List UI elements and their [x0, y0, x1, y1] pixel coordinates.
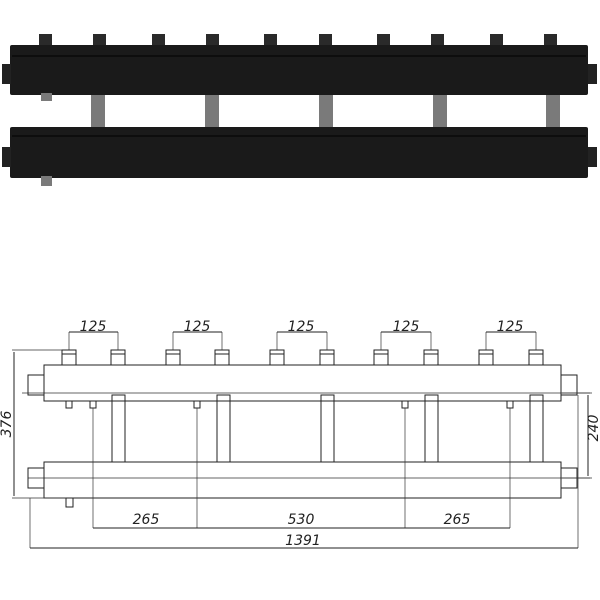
- height-axes-label: 240: [586, 415, 600, 442]
- outline: [528, 349, 544, 366]
- outline: [216, 394, 231, 463]
- connecting-pipe: [546, 92, 560, 130]
- top-fitting: [93, 34, 106, 46]
- connecting-pipe: [205, 92, 219, 130]
- spacing-label-3: 125: [288, 319, 315, 335]
- top-fitting: [431, 34, 444, 46]
- drain-fitting: [41, 93, 52, 101]
- outline: [320, 394, 335, 463]
- connecting-pipe: [433, 92, 447, 130]
- outline: [319, 349, 335, 366]
- spacing-label-4: 125: [393, 319, 420, 335]
- manifold-render: [2, 34, 597, 186]
- bottom-dim-1: 265: [133, 512, 160, 528]
- top-fitting: [544, 34, 557, 46]
- outline: [43, 461, 562, 499]
- top-fitting: [319, 34, 332, 46]
- outline: [111, 394, 126, 463]
- drawing-lines: [12, 331, 592, 549]
- outline: [214, 349, 230, 366]
- outline: [27, 467, 45, 489]
- outline: [193, 400, 201, 409]
- bottom-dim-3: 265: [444, 512, 471, 528]
- outline: [43, 364, 562, 402]
- connecting-pipe: [319, 92, 333, 130]
- outline: [423, 349, 439, 366]
- spacing-label-2: 125: [184, 319, 211, 335]
- outline: [65, 400, 73, 409]
- top-fitting: [264, 34, 277, 46]
- outline: [269, 349, 285, 366]
- outline: [478, 349, 494, 366]
- outline: [61, 349, 77, 366]
- drain-fitting: [41, 176, 52, 186]
- outline: [560, 374, 578, 396]
- height-total-label: 376: [0, 411, 15, 438]
- bottom-dim-2: 530: [288, 512, 315, 528]
- overall-length-label: 1391: [285, 533, 321, 549]
- connecting-pipe: [91, 92, 105, 130]
- top-fitting: [206, 34, 219, 46]
- outline: [65, 497, 74, 508]
- side-nipple: [2, 147, 11, 167]
- top-fitting: [490, 34, 503, 46]
- outline: [373, 349, 389, 366]
- outline: [506, 400, 514, 409]
- side-nipple: [588, 64, 597, 84]
- lower-header-bar: [10, 127, 588, 178]
- spacing-label-1: 125: [80, 319, 107, 335]
- side-nipple: [2, 64, 11, 84]
- side-nipple: [588, 147, 597, 167]
- top-fitting: [152, 34, 165, 46]
- outline: [529, 394, 544, 463]
- outline: [110, 349, 126, 366]
- outline: [401, 400, 409, 409]
- outline: [424, 394, 439, 463]
- outline: [89, 400, 97, 409]
- outline: [27, 374, 45, 396]
- top-fitting: [39, 34, 52, 46]
- upper-header-bar: [10, 45, 588, 95]
- spacing-label-5: 125: [497, 319, 524, 335]
- outline: [165, 349, 181, 366]
- top-fitting: [377, 34, 390, 46]
